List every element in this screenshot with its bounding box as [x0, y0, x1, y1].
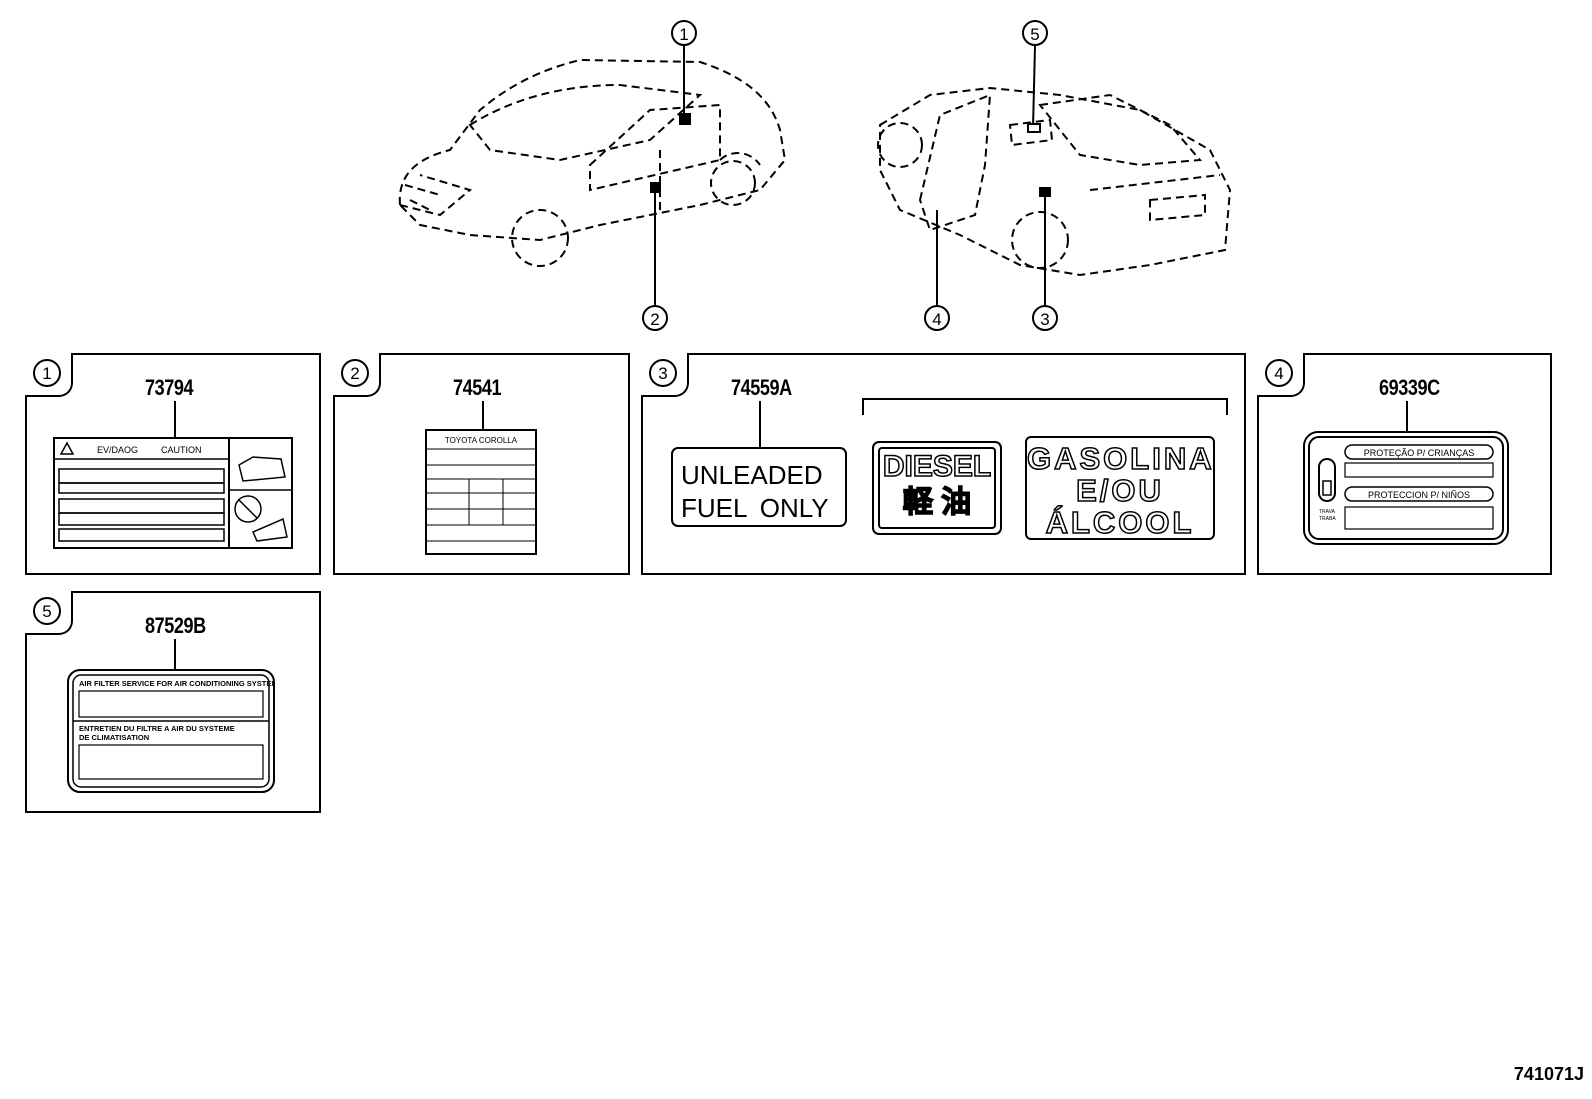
panel-5: 5 87529B AIR FILTER SERVICE FOR AIR COND… — [25, 591, 321, 813]
diagram-code: 741071J — [1513, 1064, 1584, 1084]
svg-text:AIR FILTER SERVICE FOR AIR CON: AIR FILTER SERVICE FOR AIR CONDITIONING … — [79, 679, 275, 688]
svg-text:PROTEÇÃO P/ CRIANÇAS: PROTEÇÃO P/ CRIANÇAS — [1364, 448, 1475, 458]
svg-text:5: 5 — [1030, 25, 1039, 44]
part-number: 69339C — [1379, 375, 1440, 400]
car-diagram: 1 5 2 4 3 — [398, 20, 1232, 331]
bracket — [862, 398, 1228, 415]
svg-text:4: 4 — [932, 310, 941, 329]
car-rear-view — [877, 86, 1232, 277]
svg-text:2: 2 — [650, 310, 659, 329]
panel-index-tab: 5 — [25, 591, 73, 635]
part-number: 74559A — [731, 375, 792, 400]
panel-3: 3 74559A UNLEADED FUEL ONLY DIESEL 軽 油 G… — [641, 353, 1246, 575]
panel-index-tab: 1 — [25, 353, 73, 397]
svg-text:3: 3 — [1040, 310, 1049, 329]
air-filter-service-label: AIR FILTER SERVICE FOR AIR CONDITIONING … — [67, 669, 275, 793]
svg-text:1: 1 — [42, 364, 51, 383]
svg-text:1: 1 — [679, 25, 688, 44]
panel-index-tab: 3 — [641, 353, 689, 397]
svg-text:TRABA: TRABA — [1319, 516, 1336, 522]
part-number: 87529B — [145, 613, 206, 638]
svg-text:2: 2 — [350, 364, 359, 383]
panel-4: 4 69339C TRAVA TRABA PROTEÇÃO P/ CRIANÇA… — [1257, 353, 1552, 575]
panel-1: 1 73794 EV/DAOG CAUTION — [25, 353, 321, 575]
svg-text:TOYOTA COROLLA: TOYOTA COROLLA — [445, 436, 518, 445]
callout-1: 1 — [671, 20, 697, 46]
svg-text:EV/DAOG: EV/DAOG — [97, 445, 138, 455]
child-lock-label: TRAVA TRABA PROTEÇÃO P/ CRIANÇAS PROTECC… — [1303, 431, 1509, 545]
svg-text:DE CLIMATISATION: DE CLIMATISATION — [79, 733, 149, 742]
svg-text:CAUTION: CAUTION — [161, 445, 202, 455]
part-number: 74541 — [453, 375, 502, 400]
caution-label: EV/DAOG CAUTION — [53, 437, 293, 549]
svg-text:PROTECCION P/ NIÑOS: PROTECCION P/ NIÑOS — [1368, 490, 1470, 500]
part-number: 73794 — [145, 375, 194, 400]
callout-5: 5 — [1022, 20, 1048, 46]
svg-text:TRAVA: TRAVA — [1319, 509, 1336, 515]
svg-text:ENTRETIEN DU FILTRE A AIR DU S: ENTRETIEN DU FILTRE A AIR DU SYSTEME — [79, 724, 235, 733]
gasolina-label: GASOLINA E/OU ÁLCOOL — [1025, 436, 1215, 540]
svg-text:4: 4 — [1274, 364, 1283, 383]
panel-index-tab: 4 — [1257, 353, 1305, 397]
svg-text:5: 5 — [42, 602, 51, 621]
svg-text:3: 3 — [658, 364, 667, 383]
diesel-label: DIESEL 軽 油 — [872, 441, 1002, 535]
callout-3: 3 — [1032, 305, 1058, 331]
car-front-view — [398, 58, 787, 267]
callout-4: 4 — [924, 305, 950, 331]
panel-index-tab: 2 — [333, 353, 381, 397]
vehicle-id-label: TOYOTA COROLLA — [425, 429, 537, 555]
unleaded-fuel-label: UNLEADED FUEL ONLY — [671, 447, 847, 527]
panel-2: 2 74541 TOYOTA COROLLA — [333, 353, 630, 575]
callout-2: 2 — [642, 305, 668, 331]
